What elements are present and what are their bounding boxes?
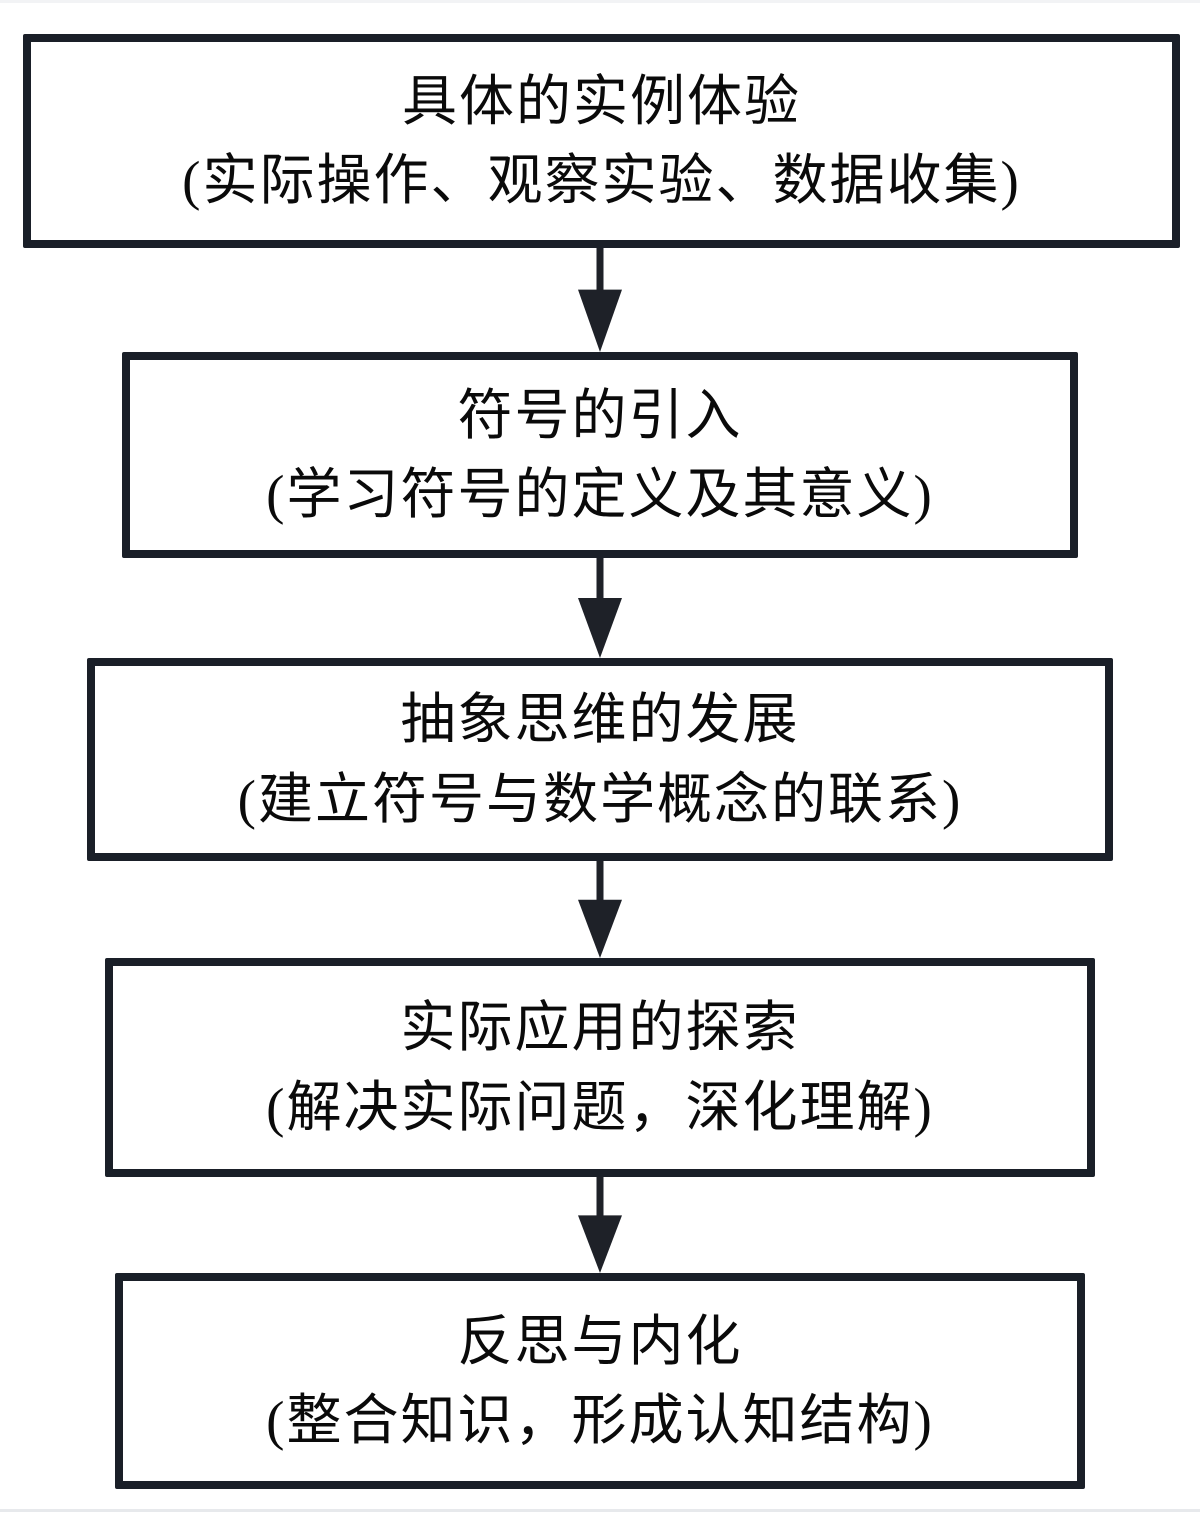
step-title: 实际应用的探索 xyxy=(400,997,800,1059)
step-concrete-experience: 具体的实例体验 (实际操作、观察实验、数据收集) xyxy=(23,34,1180,248)
step-subtitle: (整合知识，形成认知结构) xyxy=(266,1390,934,1451)
step-subtitle: (解决实际问题，深化理解) xyxy=(266,1076,934,1138)
step-title: 具体的实例体验 xyxy=(401,70,801,132)
step-subtitle: (建立符号与数学概念的联系) xyxy=(237,768,963,830)
down-arrow-icon xyxy=(577,558,623,658)
step-abstract-thinking-development: 抽象思维的发展 (建立符号与数学概念的联系) xyxy=(87,658,1113,861)
page-bottom-edge-line xyxy=(0,1509,1200,1512)
step-subtitle: (实际操作、观察实验、数据收集) xyxy=(182,150,1021,211)
page-top-edge-line xyxy=(0,0,1200,3)
step-reflection-internalization: 反思与内化 (整合知识，形成认知结构) xyxy=(115,1273,1085,1489)
step-title: 抽象思维的发展 xyxy=(400,689,800,751)
down-arrow-icon xyxy=(577,1177,623,1273)
down-arrow-icon xyxy=(577,861,623,958)
step-subtitle: (学习符号的定义及其意义) xyxy=(266,464,934,525)
step-practical-application-exploration: 实际应用的探索 (解决实际问题，深化理解) xyxy=(105,958,1095,1177)
down-arrow-icon xyxy=(577,248,623,352)
step-symbol-introduction: 符号的引入 (学习符号的定义及其意义) xyxy=(122,352,1078,558)
step-title: 符号的引入 xyxy=(457,384,743,446)
step-title: 反思与内化 xyxy=(457,1310,743,1372)
